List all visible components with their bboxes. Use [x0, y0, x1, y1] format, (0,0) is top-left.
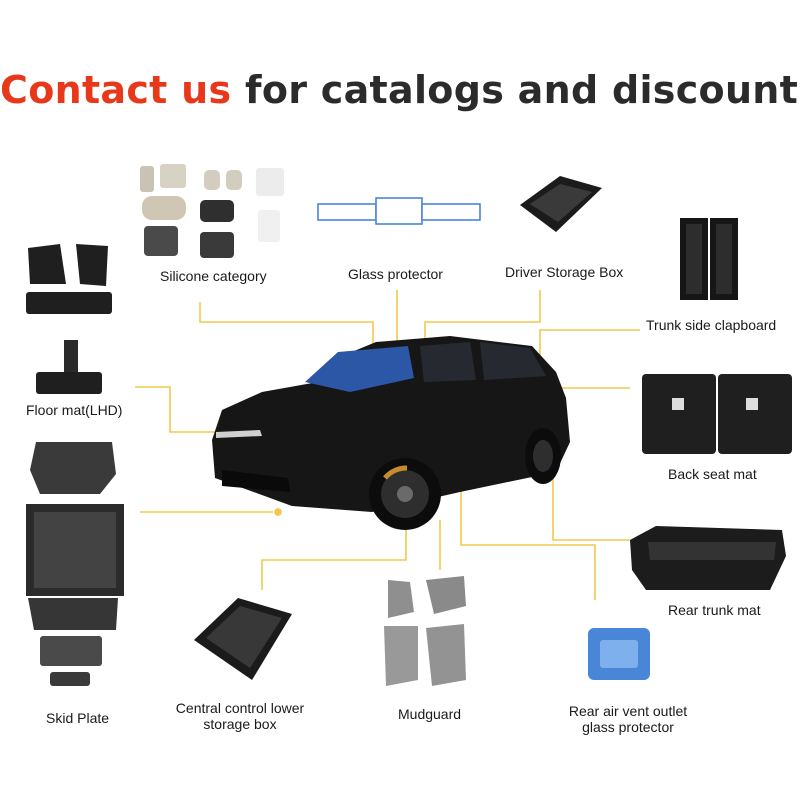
label-central-storage-box: Central control lower storage box	[175, 700, 305, 732]
label-mudguard: Mudguard	[398, 706, 462, 722]
label-silicone-category: Silicone category	[160, 268, 267, 284]
silicone-products	[140, 164, 284, 258]
headline: Contact us for catalogs and discounts	[0, 68, 800, 112]
label-back-seat-mat: Back seat mat	[668, 466, 757, 482]
label-floor-mat: Floor mat(LHD)	[26, 402, 123, 418]
headline-accent: Contact us	[0, 68, 232, 112]
rear-trunk-mat	[630, 526, 786, 590]
central-storage-box	[194, 598, 292, 680]
label-glass-protector: Glass protector	[348, 266, 443, 282]
label-trunk-side-clapboard: Trunk side clapboard	[646, 317, 777, 333]
mudguard	[384, 576, 466, 686]
back-seat-mat	[642, 374, 792, 454]
driver-storage-box	[520, 176, 602, 232]
label-skid-plate: Skid Plate	[46, 710, 110, 726]
suv-image	[212, 336, 570, 530]
label-driver-storage-box: Driver Storage Box	[505, 264, 624, 280]
glass-protector	[317, 197, 481, 225]
label-rear-trunk-mat: Rear trunk mat	[668, 602, 761, 618]
trunk-side-clapboard	[680, 218, 738, 300]
skid-plates	[26, 442, 124, 686]
vent-protector	[588, 628, 650, 680]
label-vent-protector: Rear air vent outlet glass protector	[568, 703, 688, 735]
floor-mats	[26, 244, 112, 394]
headline-rest: for catalogs and discounts	[244, 68, 800, 112]
